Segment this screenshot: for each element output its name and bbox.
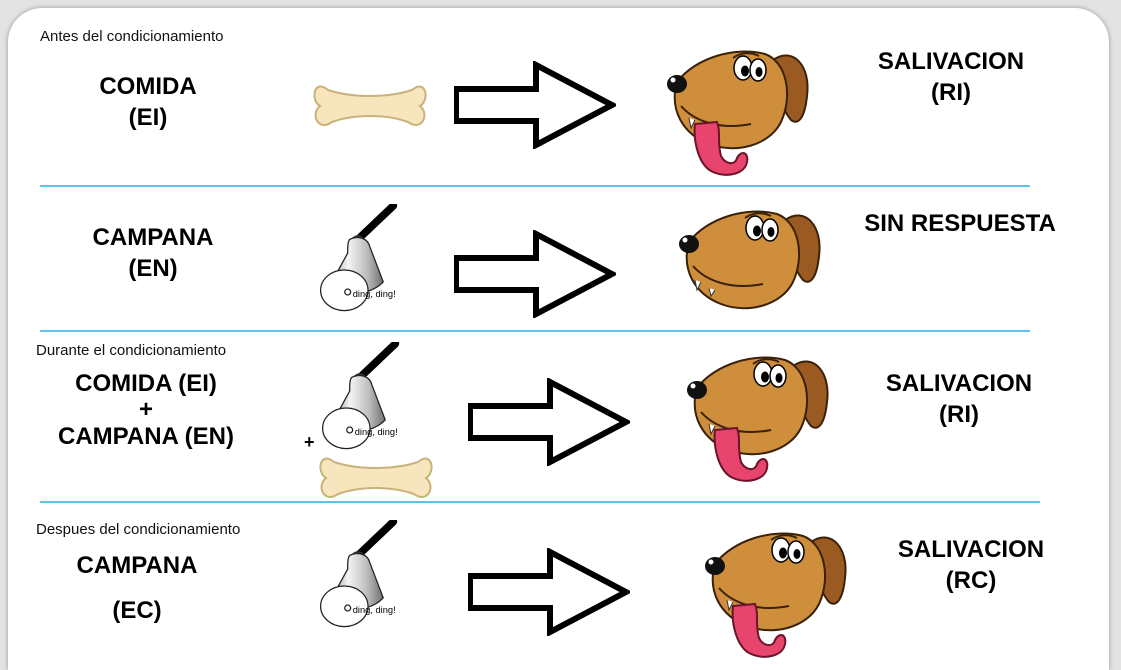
- arrow-icon: [468, 378, 630, 466]
- bell-text: ding, ding!: [353, 289, 396, 299]
- bell-text: ding, ding!: [355, 427, 398, 437]
- row4-response: SALIVACION (RC): [880, 534, 1062, 596]
- row4-caption: Despues del condicionamiento: [36, 521, 241, 538]
- arrow-icon: [468, 548, 630, 636]
- dog-head-icon: [666, 50, 809, 176]
- dog-head-icon: [704, 532, 847, 658]
- row3-stimulus: COMIDA (EI) + CAMPANA (EN): [36, 368, 256, 452]
- row1-response-line1: SALIVACION: [877, 48, 1025, 75]
- row3-stimulus-line3: CAMPANA (EN): [58, 423, 234, 450]
- row1-stimulus: COMIDA (EI): [68, 71, 228, 133]
- bell-icon: ding, ding!: [304, 204, 454, 314]
- row1-caption: Antes del condicionamiento: [40, 28, 224, 45]
- row-separator: [40, 185, 1030, 187]
- bell-icon: ding, ding!: [304, 520, 454, 630]
- row1-response: SALIVACION (RI): [860, 46, 1042, 108]
- bone-icon: [319, 457, 433, 498]
- row4-response-line2: (RC): [945, 567, 997, 594]
- diagram-frame: Antes del condicionamiento COMIDA (EI) S…: [8, 8, 1109, 670]
- row-separator: [40, 330, 1030, 332]
- row1-stimulus-line1: COMIDA: [99, 73, 197, 100]
- row4-stimulus-line1: CAMPANA: [76, 552, 198, 579]
- row1-response-line2: (RI): [931, 79, 971, 106]
- row2-stimulus-line1: CAMPANA: [92, 224, 214, 251]
- row1-stimulus-line2: (EI): [128, 104, 168, 131]
- row2-stimulus-line2: (EN): [128, 255, 178, 282]
- bone-icon: [313, 85, 427, 126]
- row-separator: [40, 501, 1040, 503]
- row3-stimulus-line1: COMIDA (EI): [75, 370, 217, 397]
- dog-head-icon: [686, 356, 829, 482]
- row3-response-line2: (RI): [939, 401, 979, 428]
- plus-sign: +: [304, 432, 315, 452]
- bell-icon: ding, ding!: [306, 342, 456, 452]
- row2-response-line1: SIN RESPUESTA: [864, 210, 1056, 237]
- dog-head-icon: [678, 210, 821, 310]
- row4-stimulus: CAMPANA (EC): [52, 550, 222, 626]
- bell-text: ding, ding!: [353, 605, 396, 615]
- arrow-icon: [454, 61, 616, 149]
- row4-stimulus-line2: (EC): [112, 597, 162, 624]
- row3-caption: Durante el condicionamiento: [36, 342, 227, 359]
- row3-stimulus-line2: +: [138, 396, 153, 423]
- row3-response-line1: SALIVACION: [885, 370, 1033, 397]
- row2-response: SIN RESPUESTA: [850, 208, 1070, 239]
- row3-response: SALIVACION (RI): [868, 368, 1050, 430]
- arrow-icon: [454, 230, 616, 318]
- row4-response-line1: SALIVACION: [897, 536, 1045, 563]
- row2-stimulus: CAMPANA (EN): [63, 222, 243, 284]
